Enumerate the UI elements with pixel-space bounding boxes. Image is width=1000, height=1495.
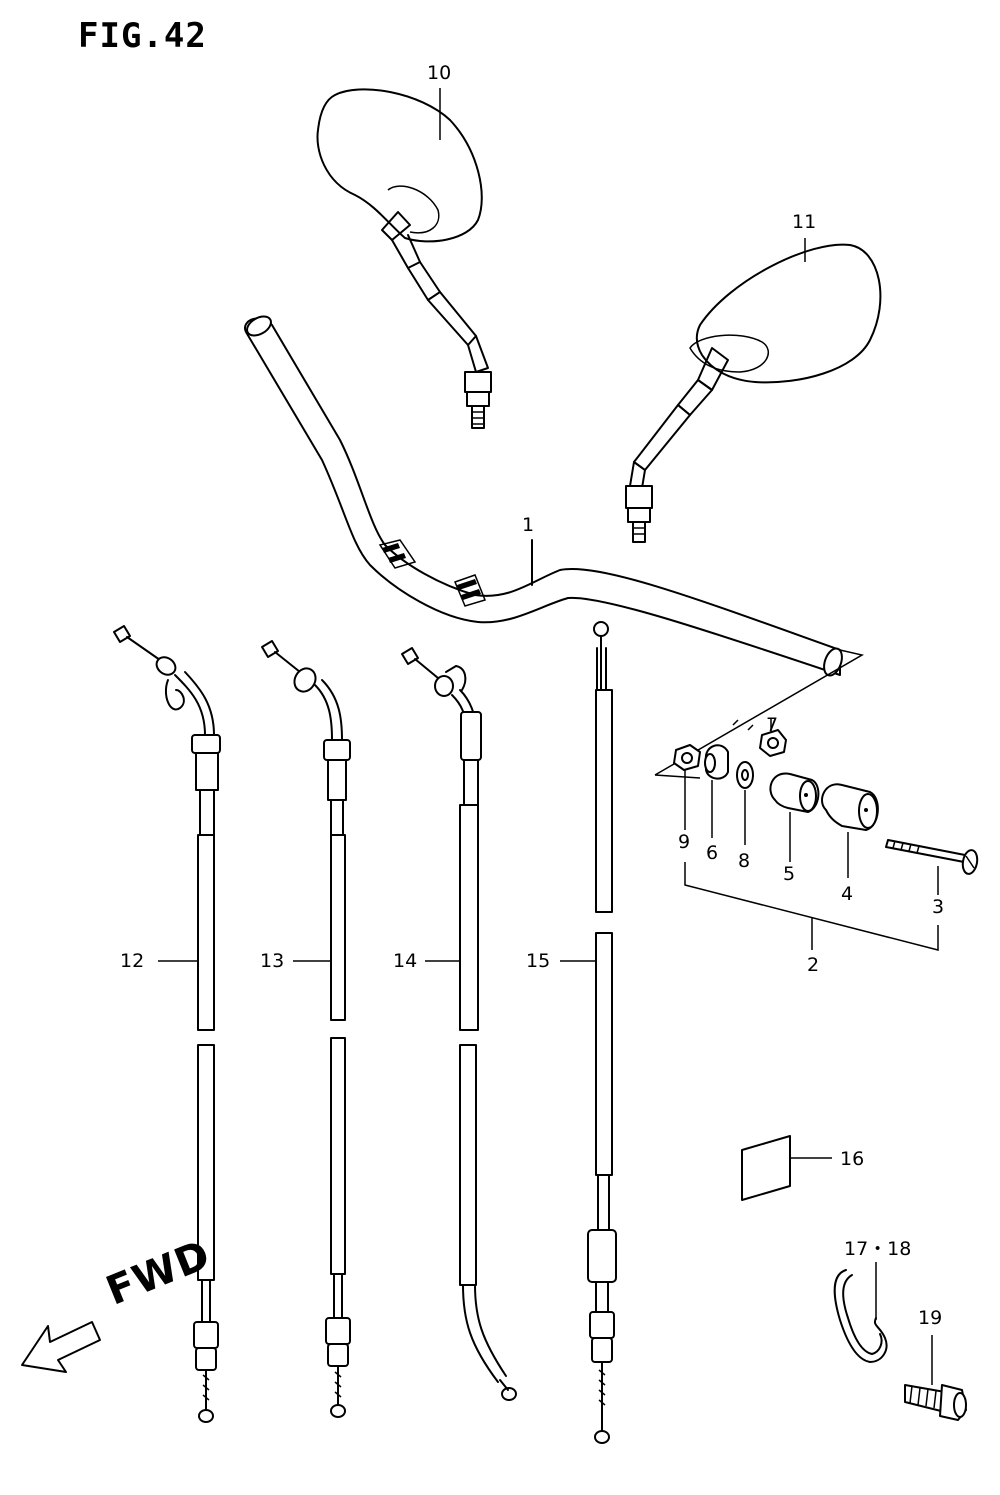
callout-17-18: 17・18: [844, 1238, 912, 1260]
washer-8: [736, 761, 754, 789]
callout-12: 12: [120, 950, 145, 972]
callout-5: 5: [783, 863, 796, 885]
callout-10: 10: [427, 62, 452, 84]
label-16: [741, 1135, 832, 1201]
cable-15: [560, 621, 617, 1444]
spacer-6: [704, 744, 729, 780]
callout-2: 2: [807, 954, 820, 976]
callout-15: 15: [526, 950, 551, 972]
bolt-19: [904, 1335, 967, 1421]
clamp-17-18: [833, 1262, 888, 1363]
nut-7: [759, 729, 787, 757]
forward-arrow: [21, 1321, 101, 1373]
screw-3: [885, 839, 979, 875]
handlebar: [244, 315, 843, 677]
balancer-assembly: [654, 649, 979, 951]
cable-13: [261, 640, 351, 1418]
callout-6: 6: [706, 842, 719, 864]
callout-13: 13: [260, 950, 285, 972]
mirror-right: [625, 238, 882, 543]
weight-5: [769, 772, 820, 813]
mirror-left: [316, 88, 492, 429]
callout-3: 3: [932, 896, 945, 918]
callout-1: 1: [522, 514, 535, 536]
callout-19: 19: [918, 1307, 943, 1329]
nut-9: [673, 744, 701, 771]
callout-4: 4: [841, 883, 854, 905]
callout-8: 8: [738, 850, 751, 872]
callout-14: 14: [393, 950, 418, 972]
callout-11: 11: [792, 211, 817, 233]
figure-title: FIG.42: [78, 16, 207, 56]
callout-9: 9: [678, 831, 691, 853]
callout-7: 7: [766, 714, 779, 736]
callout-16: 16: [840, 1148, 865, 1170]
cable-12: [113, 625, 221, 1423]
weight-4: [821, 783, 879, 831]
cable-14: [401, 647, 517, 1401]
